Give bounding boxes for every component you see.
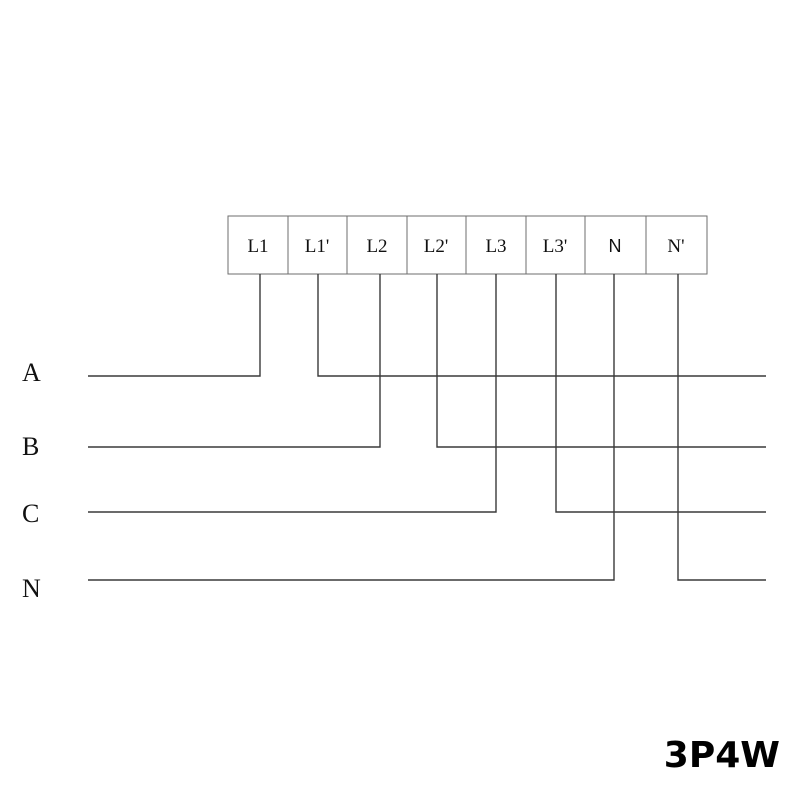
terminal-l2: L2	[346, 215, 408, 275]
terminal-n-label: N	[609, 236, 622, 256]
wire-a-out	[317, 274, 766, 377]
terminal-n: N	[584, 215, 647, 275]
wire-c-in	[88, 274, 497, 513]
wire-a-in	[88, 274, 261, 377]
terminal-n-prime: N'	[645, 215, 708, 275]
terminal-n-prime-label: N'	[667, 236, 684, 257]
wire-c-out	[555, 274, 766, 513]
wire-b-out	[436, 274, 766, 448]
terminal-l3-label: L3	[485, 236, 506, 257]
terminal-l2-label: L2	[366, 236, 387, 257]
terminal-l3-prime: L3'	[525, 215, 586, 275]
wiring-type-title: 3P4W	[663, 735, 780, 776]
terminal-l1-label: L1	[247, 236, 268, 257]
phase-label-b: B	[22, 432, 39, 461]
phase-label-c: C	[22, 499, 39, 528]
terminal-l1-prime: L1'	[287, 215, 348, 275]
wire-n-out	[677, 274, 766, 581]
terminal-l2-prime-label: L2'	[424, 236, 449, 257]
wire-n-in	[88, 274, 615, 581]
terminal-l3: L3	[465, 215, 527, 275]
terminal-l2-prime: L2'	[406, 215, 467, 275]
terminal-l1-prime-label: L1'	[305, 236, 330, 257]
phase-label-n: N	[22, 574, 41, 603]
terminal-block: L1 L1' L2 L2' L3 L3' N N'	[227, 215, 708, 275]
phase-label-a: A	[22, 358, 41, 387]
wire-b-in	[88, 274, 381, 448]
terminal-l3-prime-label: L3'	[543, 236, 568, 257]
terminal-l1: L1	[227, 215, 289, 275]
